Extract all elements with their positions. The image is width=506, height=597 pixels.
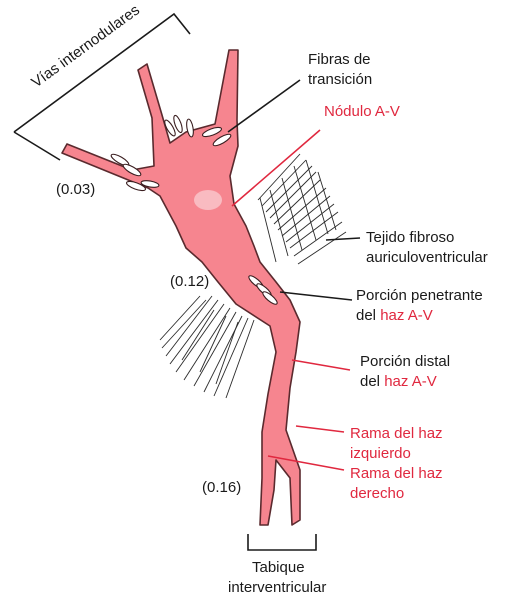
leader-fibras: [228, 80, 300, 132]
label-rama-der-2: derecho: [350, 485, 404, 502]
label-nodulo-av: Nódulo A-V: [324, 103, 400, 120]
leader-penetrante: [280, 292, 352, 300]
label-rama-der-1: Rama del haz: [350, 465, 443, 482]
label-rama-izq-1: Rama del haz: [350, 425, 443, 442]
value-0-12: (0.12): [170, 273, 209, 290]
label-rama-izq-2: izquierdo: [350, 445, 411, 462]
value-0-16: (0.16): [202, 479, 241, 496]
label-distal-2: del haz A-V: [360, 373, 437, 390]
label-vias-internodulares: Vías internodulares: [28, 2, 143, 92]
label-distal-1: Porción distal: [360, 353, 450, 370]
label-tejido-2: auriculoventricular: [366, 249, 488, 266]
label-fibras-2: transición: [308, 71, 372, 88]
label-fibras-1: Fibras de: [308, 51, 371, 68]
value-0-03: (0.03): [56, 181, 95, 198]
leader-izquierdo: [296, 426, 344, 432]
label-tabique-2: interventricular: [228, 579, 326, 596]
label-penetrante-2: del haz A-V: [356, 307, 433, 324]
tabique-bracket: [248, 534, 316, 550]
label-tabique-1: Tabique: [252, 559, 305, 576]
label-tejido-1: Tejido fibroso: [366, 229, 454, 246]
leader-distal: [292, 360, 350, 370]
label-penetrante-1: Porción penetrante: [356, 287, 483, 304]
